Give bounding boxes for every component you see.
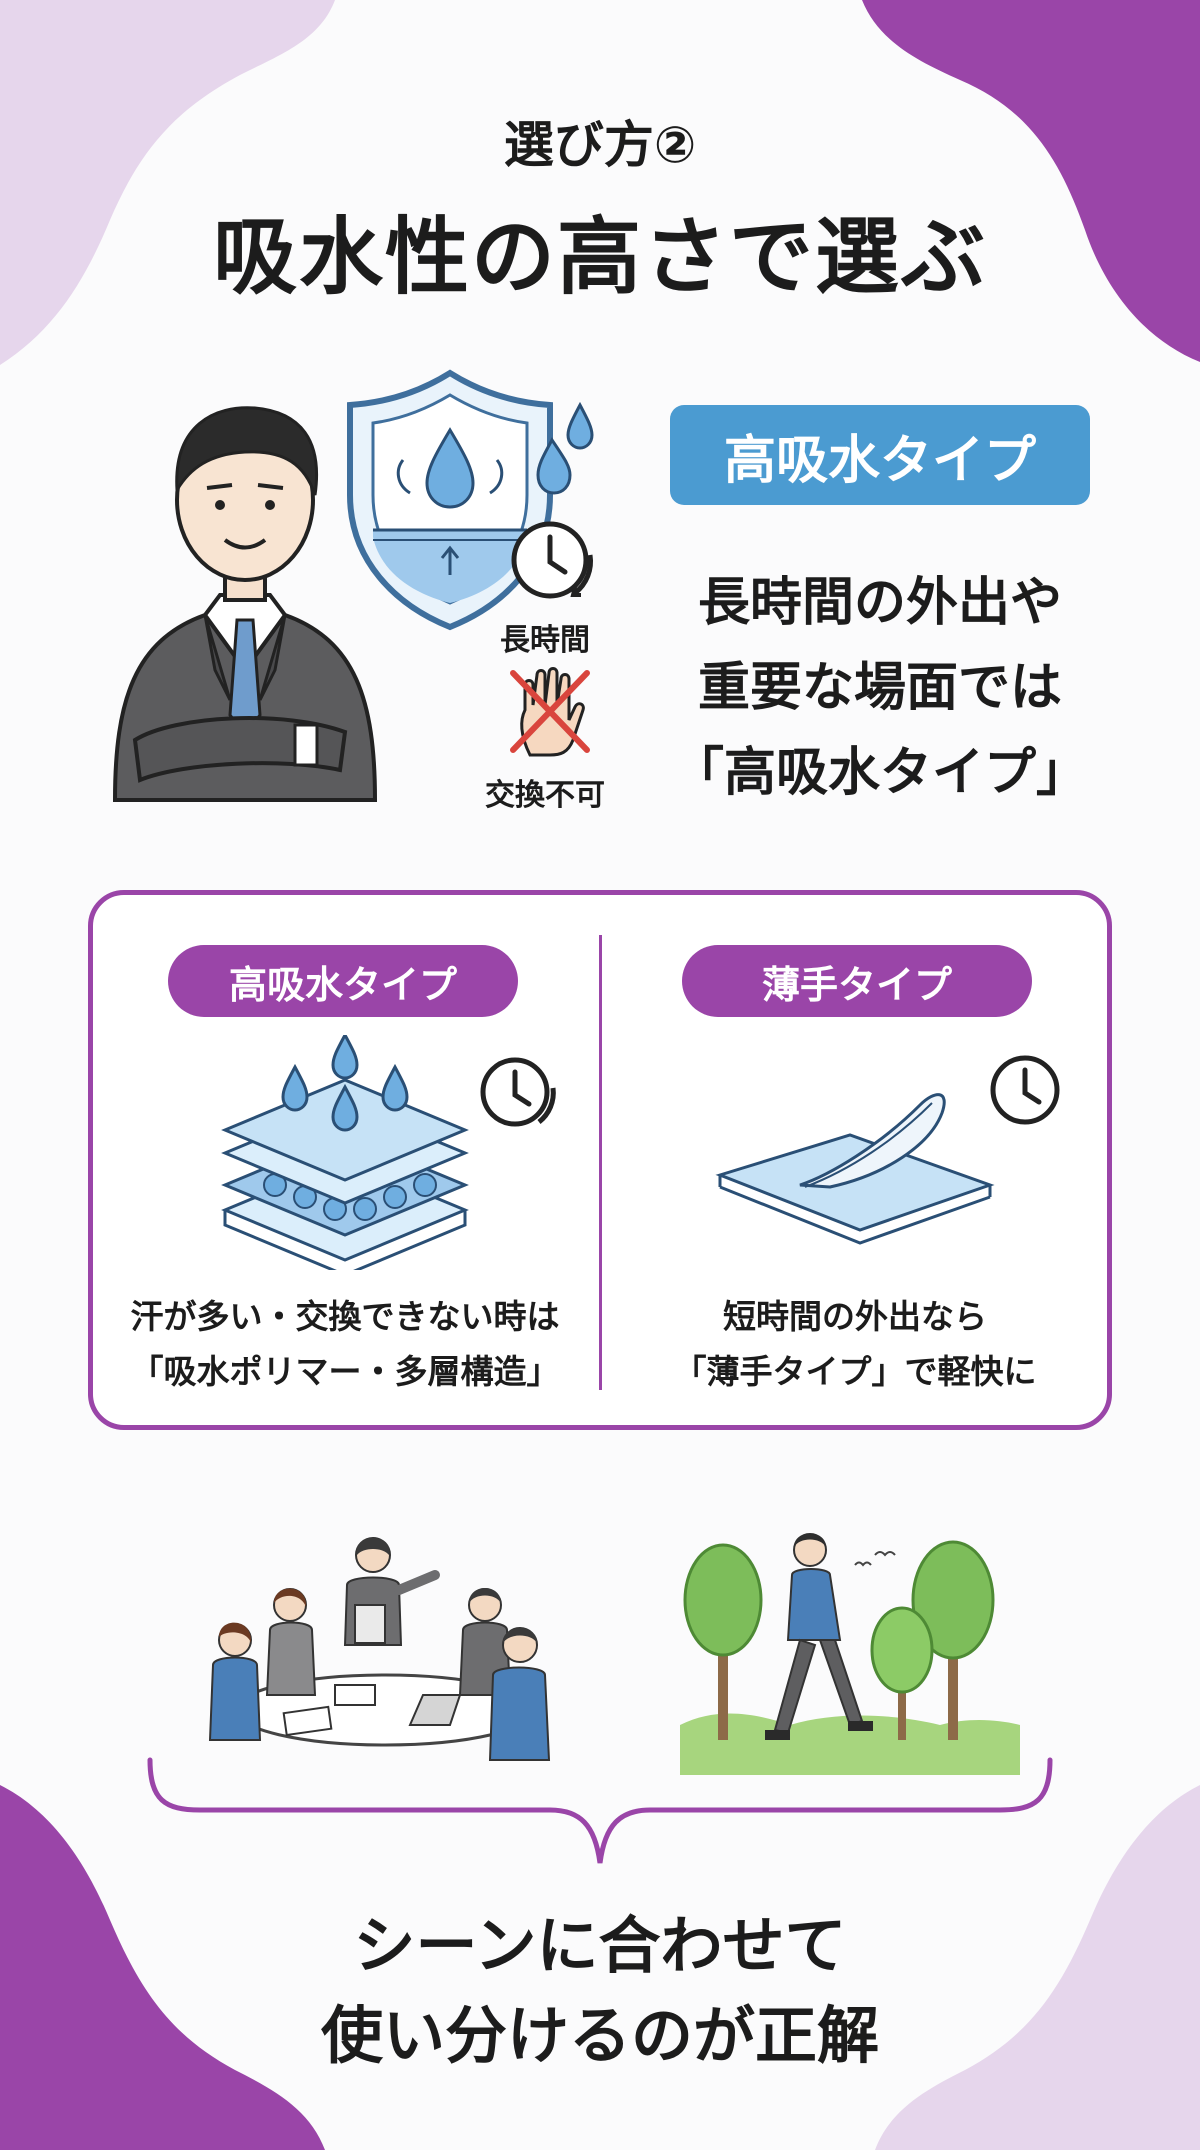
corner-blob-bottom-left bbox=[0, 1785, 325, 2150]
conclusion-line-1: シーンに合わせて bbox=[353, 1909, 847, 1982]
no-hand-icon bbox=[510, 667, 590, 757]
scene-bracket bbox=[147, 1757, 1053, 1864]
right-desc-line-1: 短時間の外出なら bbox=[723, 1297, 987, 1336]
left-clock-icon bbox=[480, 1057, 556, 1127]
right-desc-line-2: 「薄手タイプ」で軽快に bbox=[673, 1352, 1037, 1391]
right-clock-icon bbox=[990, 1055, 1060, 1125]
shield-droplet-icon bbox=[347, 369, 553, 631]
left-desc-line-2: 「吸水ポリマー・多層構造」 bbox=[130, 1352, 560, 1391]
page-title: 吸水性の高さで選ぶ bbox=[212, 208, 987, 306]
hero-message-line-3: 「高吸水タイプ」 bbox=[671, 743, 1088, 803]
corner-blob-bottom-right bbox=[875, 1785, 1200, 2150]
clock-icon bbox=[511, 521, 593, 599]
no-change-label: 交換不可 bbox=[485, 778, 605, 813]
layered-pad-icon bbox=[221, 1035, 469, 1270]
thin-pad-feather-icon bbox=[715, 1093, 995, 1245]
hero-message-line-1: 長時間の外出や bbox=[697, 573, 1062, 633]
meeting-scene-illustration bbox=[208, 1537, 551, 1761]
businessman-illustration bbox=[112, 406, 378, 802]
hero-message-line-2: 重要な場面では bbox=[697, 658, 1062, 718]
page-subtitle: 選び方② bbox=[503, 116, 697, 174]
conclusion-line-2: 使い分けるのが正解 bbox=[320, 1999, 879, 2072]
left-type-label: 高吸水タイプ bbox=[168, 945, 518, 1017]
right-type-label: 薄手タイプ bbox=[682, 945, 1032, 1017]
corner-blob-top-left bbox=[0, 0, 335, 365]
corner-blob-top-right bbox=[862, 0, 1200, 362]
left-desc-line-1: 汗が多い・交換できない時は bbox=[130, 1297, 560, 1336]
walking-park-illustration bbox=[680, 1533, 1020, 1775]
comparison-divider bbox=[599, 935, 602, 1390]
long-time-label: 長時間 bbox=[500, 623, 590, 658]
high-absorb-badge: 高吸水タイプ bbox=[670, 405, 1090, 505]
water-drops-icon bbox=[536, 401, 594, 495]
